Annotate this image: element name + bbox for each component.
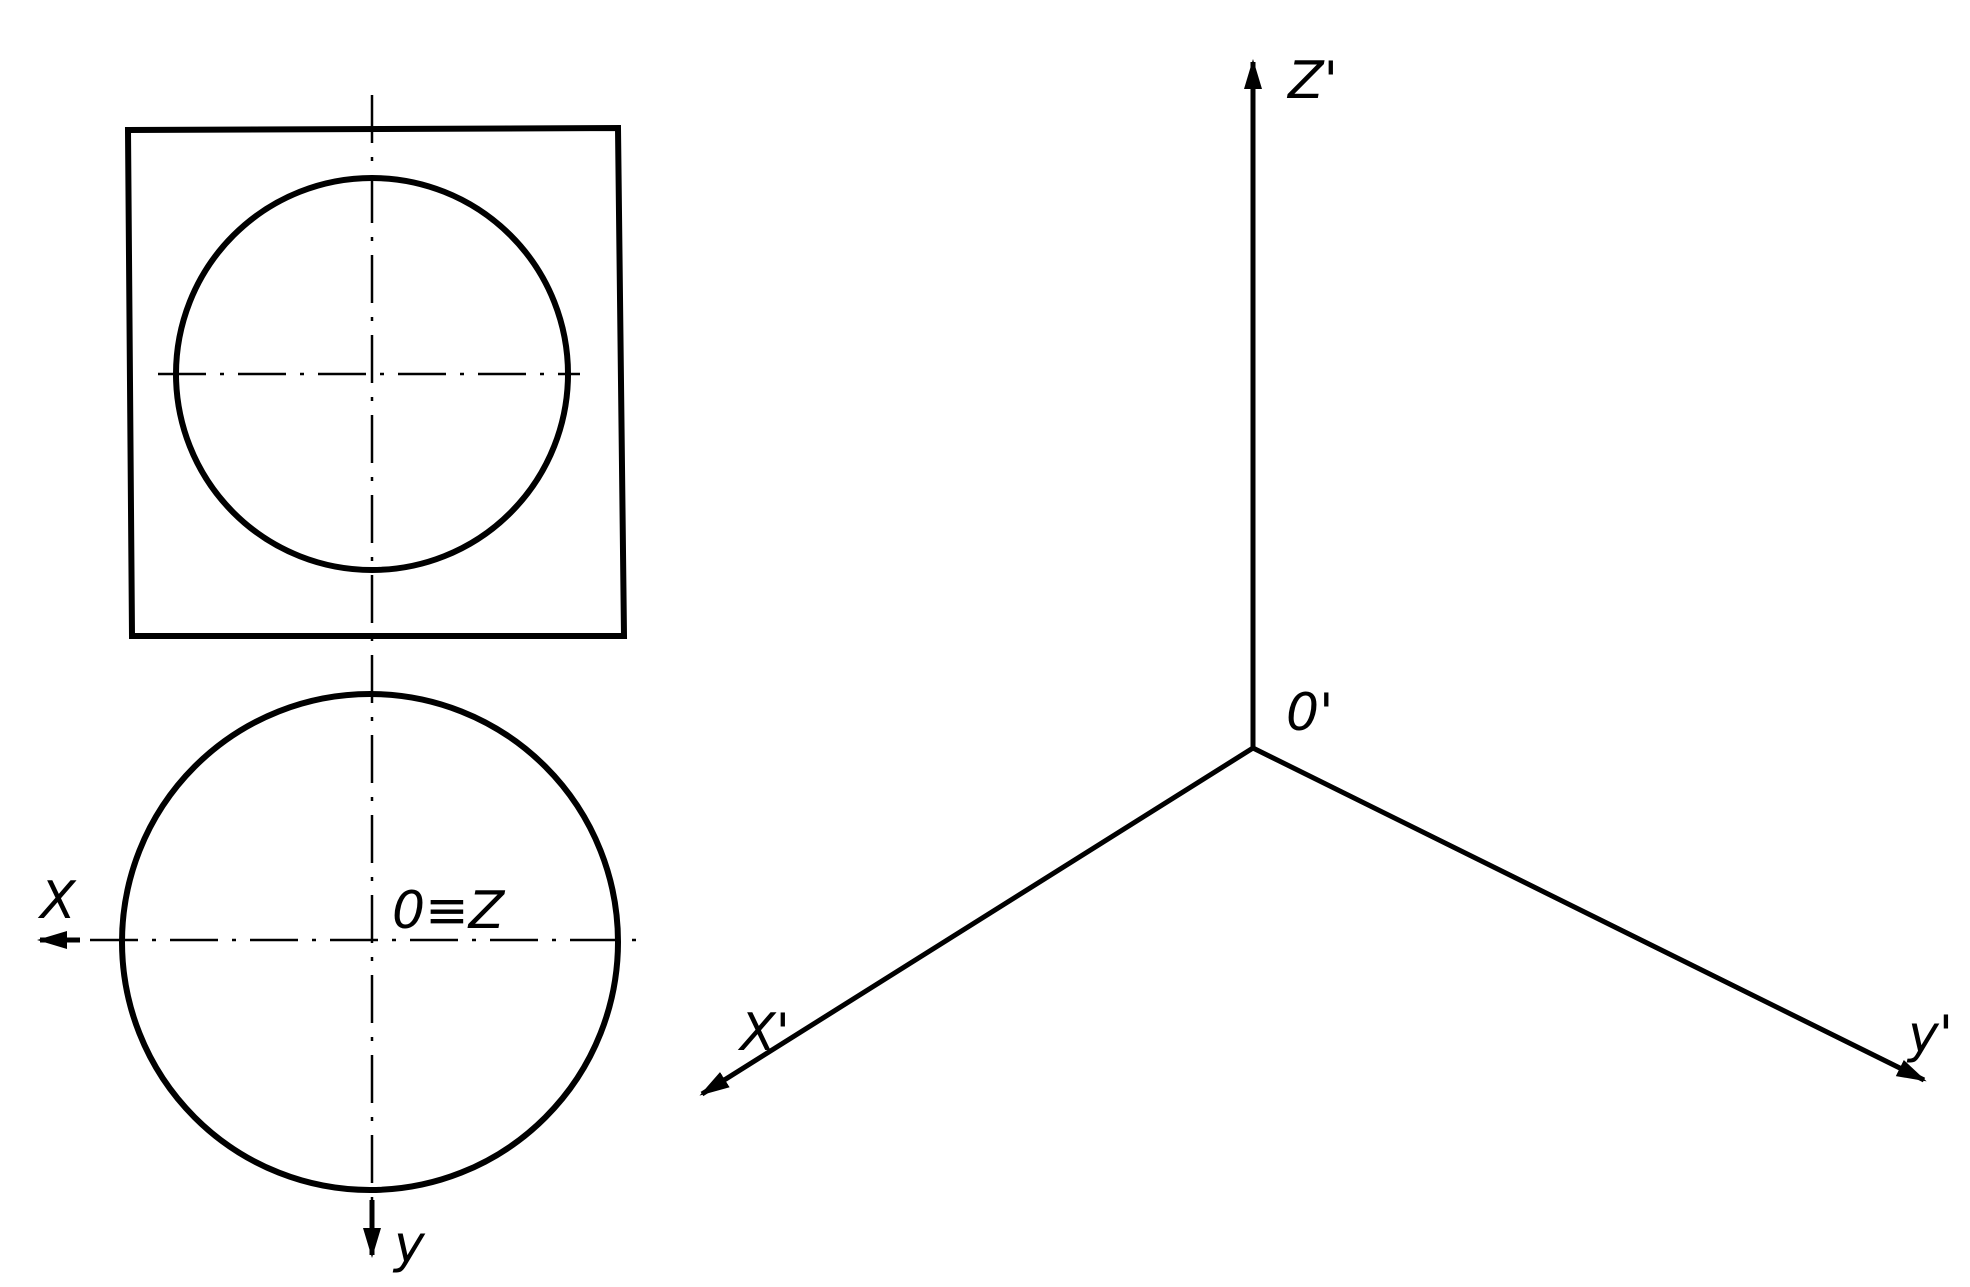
- front-view: [124, 124, 628, 639]
- top-view: [37, 691, 650, 1193]
- label-x-prime: X': [737, 1003, 790, 1063]
- y-prime-axis: [1251, 745, 1927, 1083]
- top-view-circle: [119, 691, 621, 1193]
- label-y: y: [392, 1215, 426, 1275]
- isometric-axes: [699, 59, 1927, 1097]
- x-prime-axis: [699, 745, 1255, 1097]
- label-origin: 0≡Z: [392, 881, 506, 941]
- label-origin-prime: 0': [1286, 683, 1333, 743]
- front-view-square: [124, 124, 628, 639]
- label-y-prime: y': [1906, 1005, 1953, 1065]
- label-z-prime: Z': [1286, 51, 1338, 111]
- label-x: X: [37, 871, 77, 931]
